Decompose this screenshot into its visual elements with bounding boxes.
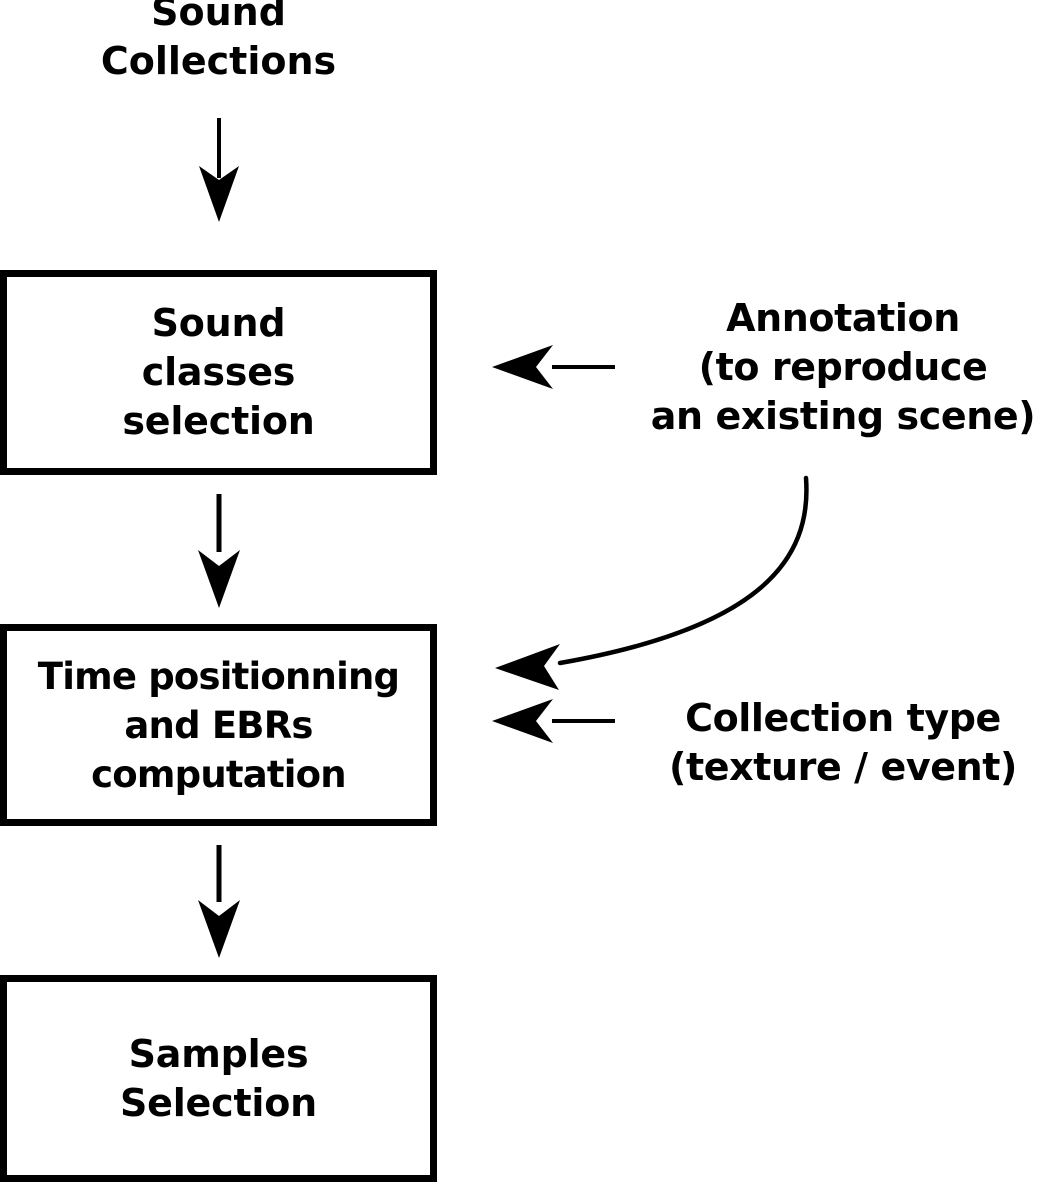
node-label-sound-classes-selection: Sound classes selection bbox=[122, 301, 315, 443]
arrow-annotation-curved-to-time-positionning bbox=[495, 475, 809, 690]
node-time-positionning-and-ebrs-computation[interactable]: Time positionning and EBRs computation bbox=[0, 624, 437, 826]
arrow-sound-classes-to-time-positionning bbox=[198, 494, 240, 608]
side-label-annotation: Annotation (to reproduce an existing sce… bbox=[650, 296, 1036, 438]
node-label-samples-selection: Samples Selection bbox=[119, 1031, 317, 1125]
arrow-time-positionning-to-samples bbox=[198, 845, 240, 958]
arrow-title-to-sound-classes bbox=[199, 118, 239, 222]
arrow-collection-type-to-time-positionning bbox=[492, 699, 615, 743]
page-title: Sound Collections bbox=[100, 0, 337, 83]
node-samples-selection[interactable]: Samples Selection bbox=[0, 975, 437, 1182]
node-label-time-positionning-and-ebrs-computation: Time positionning and EBRs computation bbox=[37, 654, 400, 796]
side-label-collection-type: Collection type (texture / event) bbox=[669, 696, 1017, 789]
node-sound-classes-selection[interactable]: Sound classes selection bbox=[0, 270, 437, 475]
arrow-annotation-to-sound-classes bbox=[492, 345, 615, 389]
